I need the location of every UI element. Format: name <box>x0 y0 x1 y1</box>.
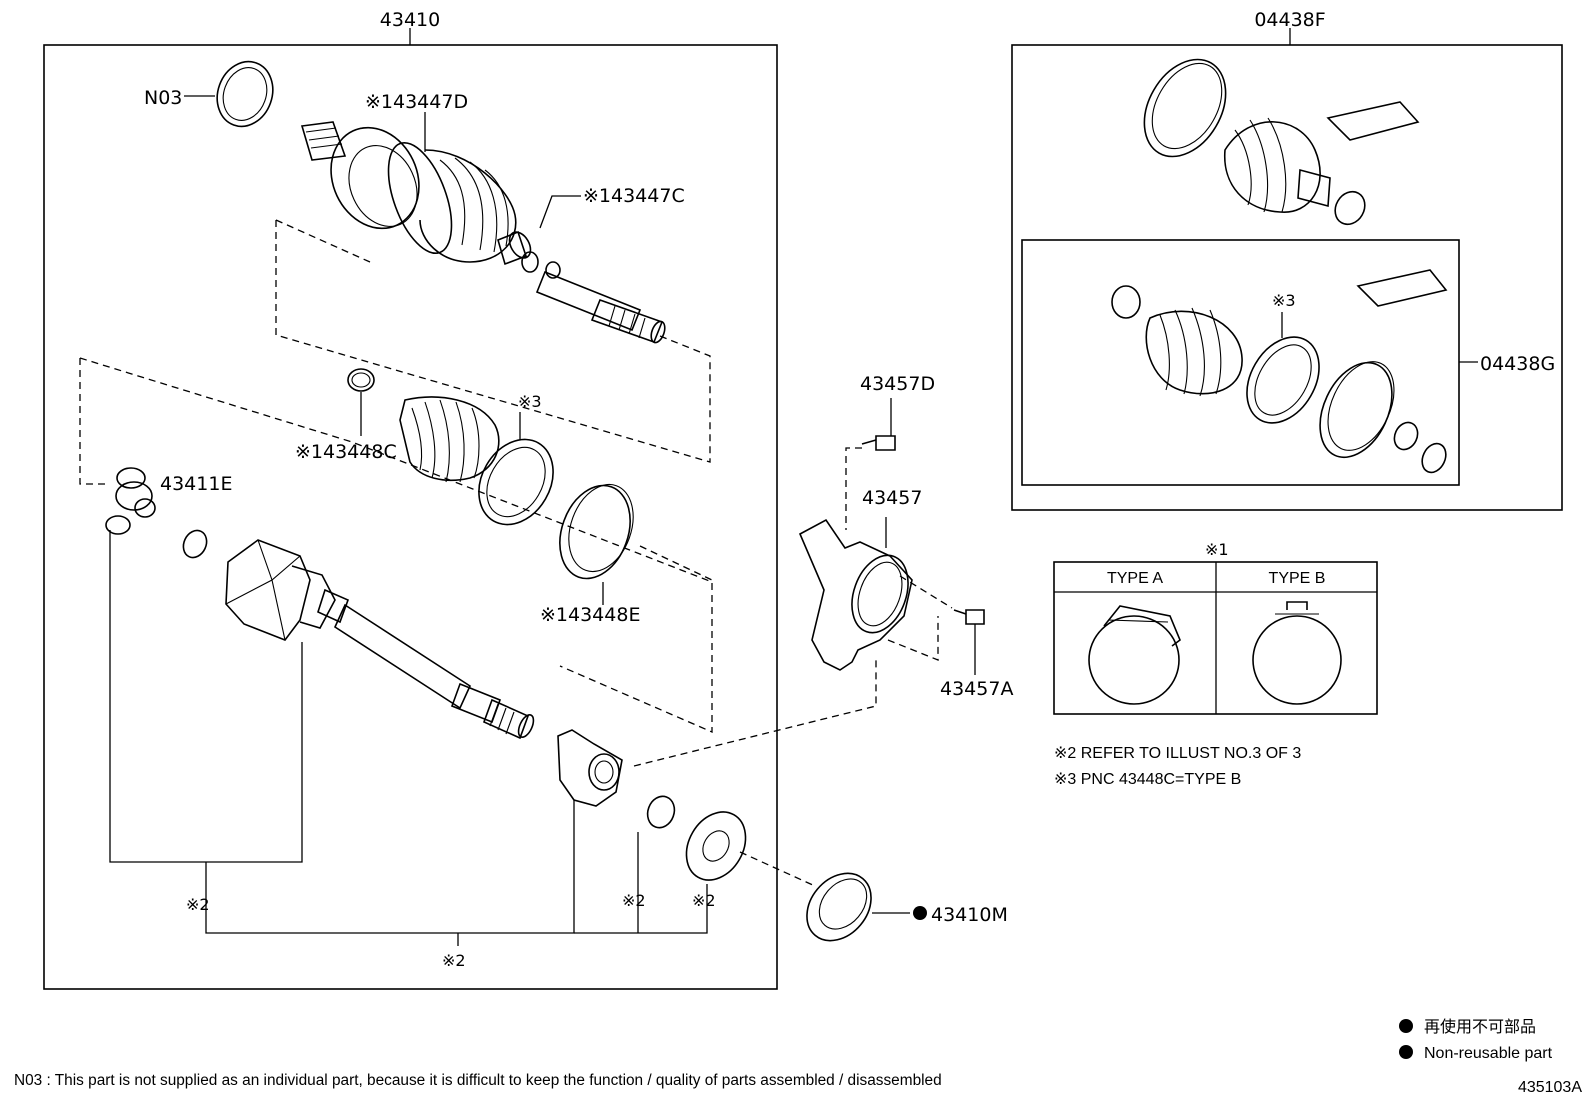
type-b-header: TYPE B <box>1269 570 1326 587</box>
part-tripod[interactable] <box>105 467 156 535</box>
label-ref2-d: ※2 <box>692 891 716 910</box>
type-a-clamp-icon <box>1088 605 1181 705</box>
label-04438G: 04438G <box>1480 353 1555 375</box>
part-n03[interactable]: N03 <box>144 54 282 134</box>
label-ref3-boot: ※3 <box>518 392 542 411</box>
part-43410M[interactable]: 43410M <box>739 851 1008 953</box>
part-43448C[interactable]: ※143448C <box>295 368 397 463</box>
part-outboard-joint[interactable]: ※143447D ※143447C <box>300 91 685 344</box>
part-43457A-bolt[interactable]: 43457A <box>887 575 1013 700</box>
note-ref2: ※2 REFER TO ILLUST NO.3 OF 3 <box>1054 745 1301 762</box>
label-04438F: 04438F <box>1254 9 1325 31</box>
part-snap-ring[interactable] <box>643 793 678 832</box>
kit-f-contents[interactable] <box>1128 45 1420 230</box>
type-a-header: TYPE A <box>1107 570 1163 587</box>
dashed-region-inboard <box>79 357 713 733</box>
label-43410: 43410 <box>380 9 440 31</box>
reference-brackets: ※2 ※2 ※2 ※2 <box>109 530 716 970</box>
clamp-table-title: ※1 <box>1205 540 1229 559</box>
footer-n03-note: N03 : This part is not supplied as an in… <box>14 1072 942 1089</box>
legend-dot-jp <box>1399 1019 1413 1033</box>
kit-04438G: 04438G <box>1021 239 1555 486</box>
part-clamp-type-b[interactable]: ※3 <box>464 392 568 538</box>
illustration-number: 435103A <box>1518 1079 1582 1096</box>
part-43411E[interactable]: 43411E <box>160 473 232 561</box>
legend: 再使用不可部品 Non-reusable part <box>1399 1018 1553 1062</box>
kit-g-contents[interactable]: ※3 <box>1111 269 1450 476</box>
label-43410M: 43410M <box>931 904 1008 926</box>
label-ref2-c: ※2 <box>622 891 646 910</box>
label-43448C: ※143448C <box>295 441 397 463</box>
label-43457A: 43457A <box>940 678 1013 700</box>
non-reusable-dot <box>913 906 927 920</box>
label-n03: N03 <box>144 87 182 109</box>
label-ref3-kit: ※3 <box>1272 291 1296 310</box>
dashed-link-bracket <box>633 660 877 767</box>
part-bearing-bracket[interactable] <box>557 729 623 807</box>
label-43457D: 43457D <box>860 373 935 395</box>
label-43457: 43457 <box>862 487 922 509</box>
label-43447C: ※143447C <box>583 185 685 207</box>
label-ref2-a: ※2 <box>186 895 210 914</box>
label-ref2-b: ※2 <box>442 951 466 970</box>
note-ref3: ※3 PNC 43448C=TYPE B <box>1054 771 1241 788</box>
part-43457-bracket[interactable]: 43457 <box>798 487 922 671</box>
dashed-region-outboard <box>275 219 711 463</box>
legend-jp: 再使用不可部品 <box>1424 1018 1536 1036</box>
assembly-43410: 43410 <box>43 9 778 990</box>
label-43411E: 43411E <box>160 473 232 495</box>
part-43448E[interactable]: ※143448E <box>540 475 645 626</box>
part-inboard-joint[interactable] <box>225 539 537 740</box>
type-b-clamp-icon <box>1252 601 1342 705</box>
label-43448E: ※143448E <box>540 604 640 626</box>
label-43447D: ※143447D <box>365 91 468 113</box>
part-inboard-boot[interactable] <box>399 396 500 483</box>
part-43457D-bolt[interactable]: 43457D <box>845 373 935 530</box>
legend-en: Non-reusable part <box>1424 1045 1553 1062</box>
kit-04438F: 04438F <box>1011 9 1563 511</box>
part-washer[interactable] <box>675 801 758 890</box>
legend-dot-en <box>1399 1045 1413 1059</box>
clamp-type-table: ※1 TYPE A TYPE B <box>1053 540 1378 715</box>
